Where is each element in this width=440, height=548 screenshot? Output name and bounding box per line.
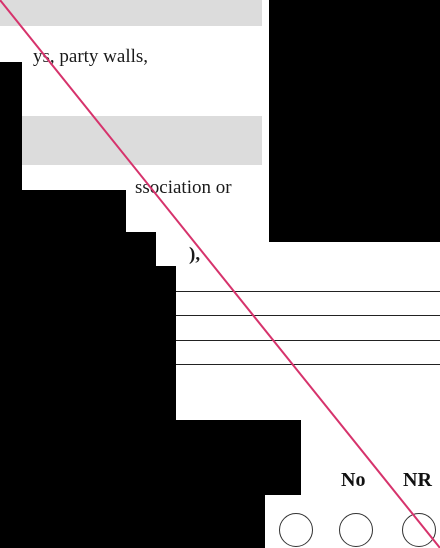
redaction-block-bottom [0, 420, 301, 495]
text-line-paren: ), [189, 244, 201, 265]
highlight-band-top [0, 0, 262, 26]
text-line-party-walls: ys, party walls, [33, 46, 149, 67]
blank-line-3 [176, 340, 440, 341]
redaction-block-left-1 [0, 62, 22, 190]
highlight-band-middle [22, 116, 262, 165]
redaction-block-left-3 [0, 232, 156, 266]
text-line-association: ssociation or [135, 177, 232, 198]
answer-header-nr: NR [403, 469, 432, 491]
redaction-block-left-4 [0, 266, 176, 420]
radio-option-1[interactable] [279, 513, 313, 547]
radio-option-nr[interactable] [402, 513, 436, 547]
redaction-block-left-2 [0, 190, 126, 232]
redaction-block-bottom-left [0, 495, 265, 548]
blank-line-2 [176, 315, 440, 316]
redaction-block-top-right [269, 0, 440, 242]
answer-header-no: No [341, 469, 366, 491]
blank-line-1 [176, 291, 440, 292]
blank-line-4 [176, 364, 440, 365]
radio-option-no[interactable] [339, 513, 373, 547]
